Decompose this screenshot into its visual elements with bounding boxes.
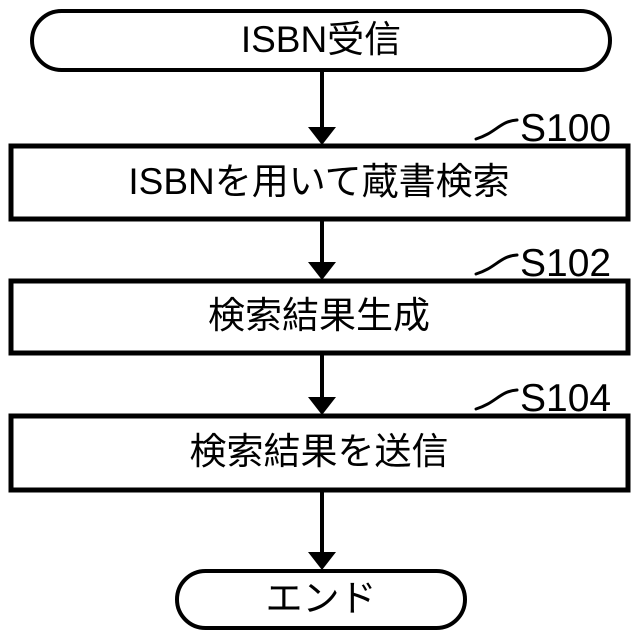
step-marker-s102: S102 (474, 242, 611, 285)
step-marker-s100: S100 (474, 107, 611, 150)
arrow-head-4 (308, 552, 336, 570)
connector-s104-to-end (308, 490, 336, 570)
arrow-head-1 (308, 127, 336, 145)
node-s100[interactable]: ISBNを用いて蔵書検索 (8, 143, 631, 222)
step-marker-s104: S104 (474, 377, 611, 420)
arrow-head-3 (308, 397, 336, 415)
node-s104[interactable]: 検索結果を送信 (8, 413, 631, 493)
node-s102[interactable]: 検索結果生成 (8, 278, 631, 356)
end-terminal-label: エンド (266, 578, 377, 619)
node-start[interactable]: ISBN受信 (30, 9, 612, 72)
node-end[interactable]: エンド (175, 569, 467, 630)
s102-step-label: S102 (520, 242, 611, 285)
s100-leader-line (474, 118, 519, 141)
s104-step-label: S104 (520, 377, 611, 420)
s100-step-label: S100 (520, 107, 611, 150)
end-terminal-shape (175, 569, 467, 630)
s102-process-label: 検索結果生成 (208, 295, 430, 336)
s104-leader-line (474, 388, 519, 411)
s104-process-shape (8, 413, 631, 493)
s102-process-shape (8, 278, 631, 356)
s102-leader-line (474, 253, 519, 276)
s104-process-label: 検索結果を送信 (190, 431, 449, 472)
start-terminal-label: ISBN受信 (241, 19, 401, 60)
connector-s102-to-s104 (308, 353, 336, 415)
arrow-head-2 (308, 262, 336, 280)
s100-process-shape (8, 143, 631, 222)
s100-process-label: ISBNを用いて蔵書検索 (128, 161, 509, 202)
connector-start-to-s100 (308, 70, 336, 145)
connector-s100-to-s102 (308, 219, 336, 280)
